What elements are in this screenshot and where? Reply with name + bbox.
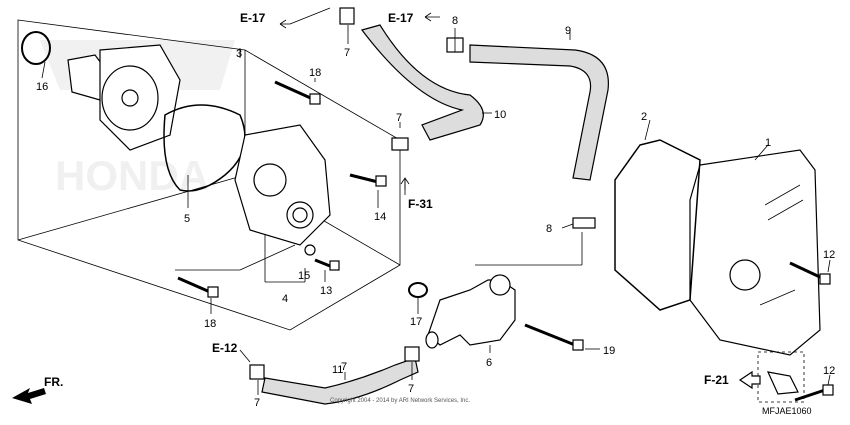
arrow-f21 xyxy=(738,370,761,390)
callout-2: 2 xyxy=(641,111,647,123)
clamp-7c xyxy=(249,364,265,380)
washer-15 xyxy=(304,244,316,256)
callout-1: 1 xyxy=(765,137,771,149)
callout-14: 14 xyxy=(374,211,386,223)
clamp-8b xyxy=(572,217,596,229)
pump-body xyxy=(67,44,181,151)
bolt-12-upper xyxy=(789,261,831,285)
o-ring-16 xyxy=(21,31,51,65)
copyright-watermark: Copyright 2004 - 2014 by ARI Network Ser… xyxy=(330,398,470,404)
callout-7a: 7 xyxy=(344,47,350,59)
hose-10 xyxy=(360,24,484,141)
leader-lines xyxy=(41,7,831,395)
bolt-18-upper xyxy=(274,80,321,105)
callout-5: 5 xyxy=(184,213,190,225)
ref-fr: FR. xyxy=(44,375,63,389)
gasket-2 xyxy=(614,139,701,311)
callout-18b: 18 xyxy=(204,318,216,330)
bolt-19 xyxy=(524,323,584,351)
water-pipe-6 xyxy=(425,274,516,349)
callout-6: 6 xyxy=(486,357,492,369)
gasket-5 xyxy=(163,104,246,192)
o-ring-17 xyxy=(408,282,428,298)
fr-arrow xyxy=(12,388,46,404)
diagram-code: MFJAE1060 xyxy=(762,406,812,416)
arrow-e17b xyxy=(424,12,440,22)
ref-f21: F-21 xyxy=(704,373,729,387)
callout-7e: 7 xyxy=(341,361,347,373)
callout-3: 3 xyxy=(236,48,242,60)
bolt-13 xyxy=(314,258,340,271)
callout-16: 16 xyxy=(36,81,48,93)
callout-4: 4 xyxy=(282,293,288,305)
arrow-e12 xyxy=(239,349,251,363)
ref-e17-right: E-17 xyxy=(388,11,414,25)
callout-19: 19 xyxy=(603,345,615,357)
clamp-7a xyxy=(339,7,355,25)
callout-7b: 7 xyxy=(396,112,402,124)
bolt-18-lower xyxy=(177,276,219,298)
clamp-7b xyxy=(391,137,409,151)
callout-17: 17 xyxy=(410,316,422,328)
hose-9 xyxy=(469,44,609,181)
ref-e17-left: E-17 xyxy=(240,11,266,25)
callout-7d: 7 xyxy=(408,383,414,395)
bolt-14 xyxy=(349,173,387,187)
ref-e12: E-12 xyxy=(212,341,238,355)
callout-12b: 12 xyxy=(823,365,835,377)
water-pump-cover-1 xyxy=(689,149,821,356)
callout-13: 13 xyxy=(320,285,332,297)
callout-9: 9 xyxy=(565,25,571,37)
callout-7c: 7 xyxy=(254,397,260,409)
callout-18a: 18 xyxy=(309,67,321,79)
ref-f31: F-31 xyxy=(408,197,433,211)
callout-12a: 12 xyxy=(823,249,835,261)
callout-15: 15 xyxy=(298,270,310,282)
hose-11 xyxy=(261,357,419,405)
clamp-7d xyxy=(404,346,420,362)
callout-8b: 8 xyxy=(546,223,552,235)
arrow-f31 xyxy=(400,177,410,190)
callout-11: 11 xyxy=(332,364,343,376)
arrow-e17a xyxy=(279,19,290,29)
callout-10: 10 xyxy=(494,109,506,121)
pump-cover xyxy=(234,124,331,246)
bolt-12-lower xyxy=(794,384,834,402)
callout-8a: 8 xyxy=(452,15,458,27)
